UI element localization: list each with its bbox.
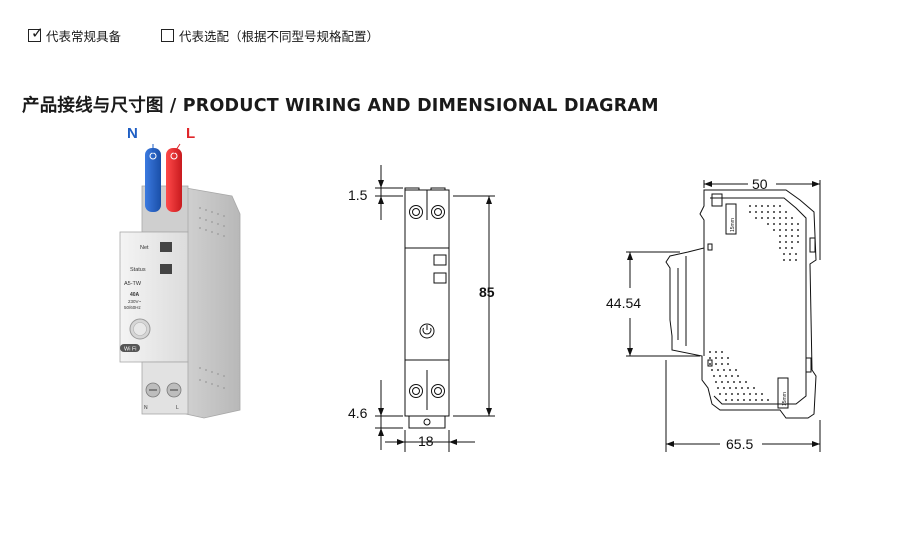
legend-optional: 代表选配（根据不同型号规格配置） bbox=[161, 26, 379, 45]
current-label: 40A bbox=[130, 292, 140, 298]
neutral-wire bbox=[145, 148, 161, 212]
product-illustration: N L Net Status A5-TW 40A 230V~ 50/60Hz W… bbox=[119, 125, 241, 419]
dim-height-label: 85 bbox=[479, 284, 495, 300]
legend-optional-label: 代表选配（根据不同型号规格配置） bbox=[179, 29, 380, 44]
label-l: L bbox=[186, 125, 195, 142]
legend-standard: ✓ 代表常规具备 bbox=[28, 26, 121, 45]
empty-box-icon bbox=[161, 29, 175, 42]
side-dim-height-label: 44.54 bbox=[606, 295, 641, 311]
led-net-label: Net bbox=[140, 245, 149, 251]
dim-width-label: 18 bbox=[418, 433, 434, 449]
dim-top-label: 1.5 bbox=[348, 187, 368, 203]
tag-top-label: 15mm bbox=[730, 218, 736, 232]
legend: ✓ 代表常规具备 代表选配（根据不同型号规格配置） bbox=[28, 26, 379, 45]
frequency-label: 50/60Hz bbox=[124, 305, 142, 310]
wifi-badge-label: Wi Fi bbox=[124, 347, 137, 353]
bottom-l-label: L bbox=[176, 405, 179, 411]
model-label: A5-TW bbox=[124, 281, 142, 287]
front-dimension-drawing: 1.5 85 4.6 18 bbox=[348, 165, 495, 452]
voltage-label: 230V~ bbox=[128, 299, 142, 304]
legend-standard-label: 代表常规具备 bbox=[46, 29, 122, 44]
bottom-n-label: N bbox=[144, 405, 148, 411]
live-wire bbox=[166, 148, 182, 212]
label-n: N bbox=[127, 125, 138, 142]
led-status-label: Status bbox=[130, 267, 146, 273]
wifi-badge bbox=[120, 344, 140, 352]
side-dimension-drawing: 50 44.54 65.5 15mm 15mm bbox=[606, 176, 821, 452]
tag-bottom-label: 15mm bbox=[782, 392, 788, 406]
side-dim-depth-label: 65.5 bbox=[726, 436, 753, 452]
dim-bottom-label: 4.6 bbox=[348, 405, 368, 421]
section-title: 产品接线与尺寸图 / PRODUCT WIRING AND DIMENSIONA… bbox=[22, 96, 659, 116]
checked-box-icon: ✓ bbox=[28, 26, 44, 42]
side-dim-width-label: 50 bbox=[752, 176, 768, 192]
